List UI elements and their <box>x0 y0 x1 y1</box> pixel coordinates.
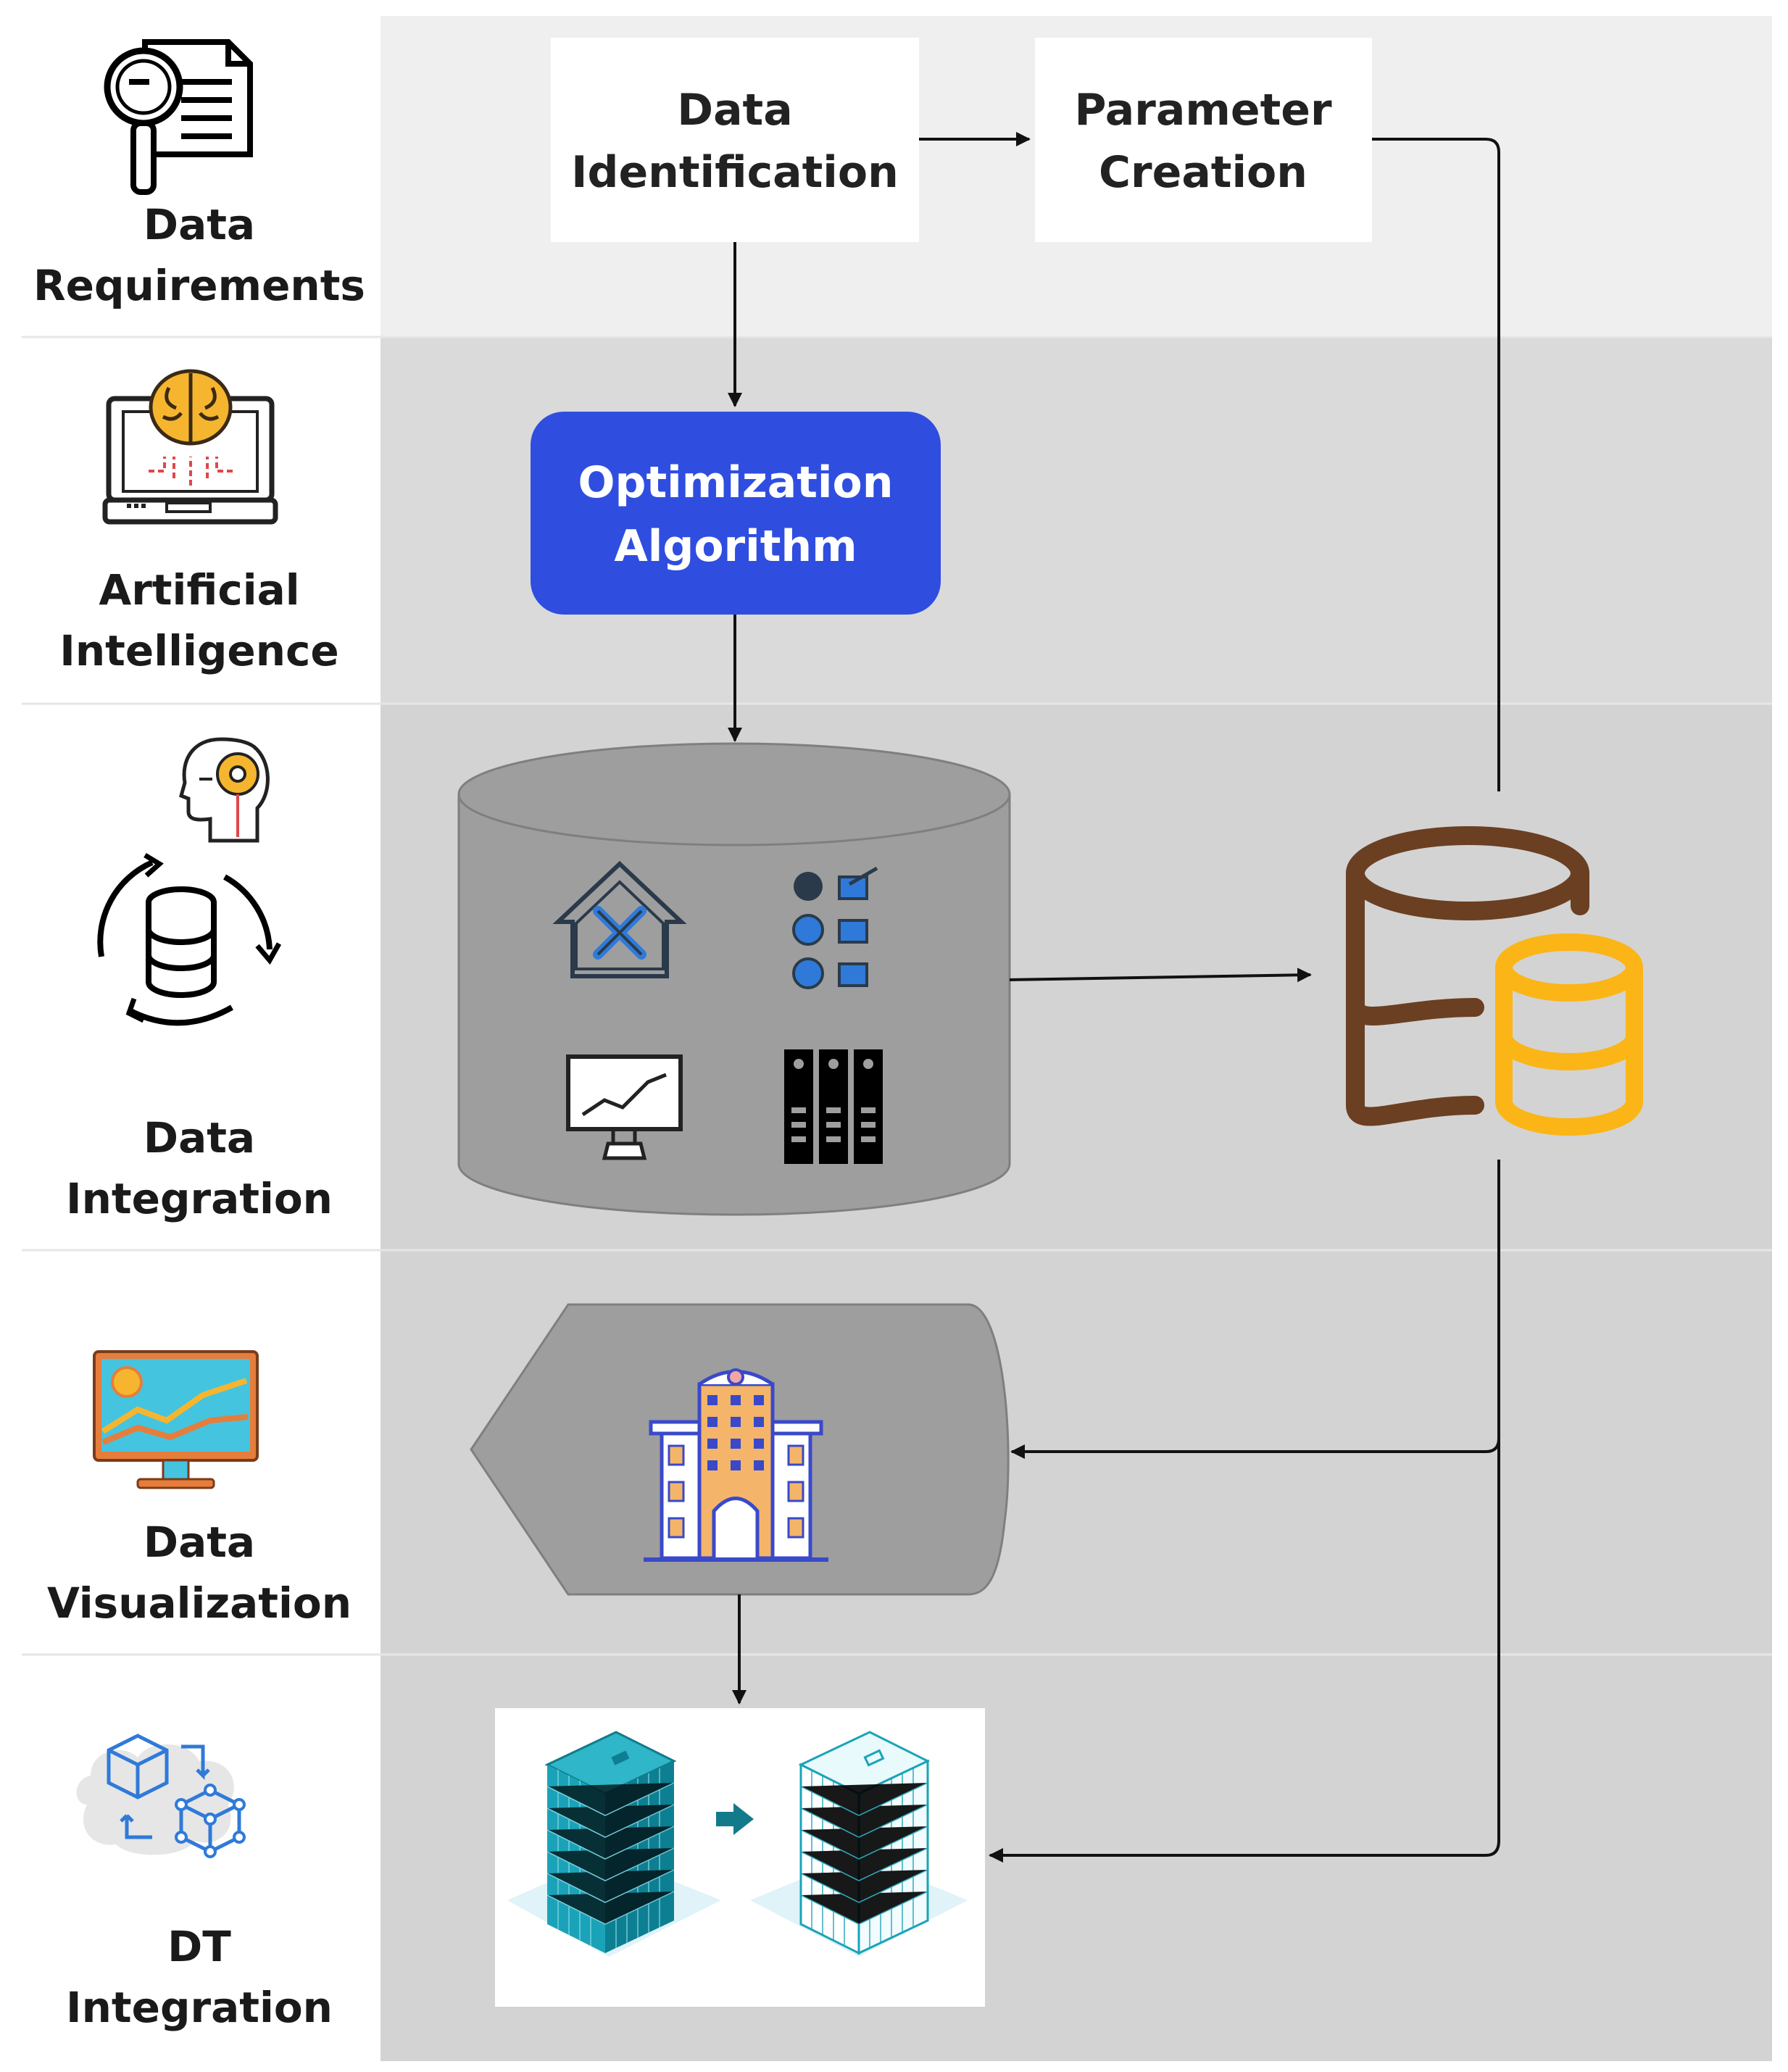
optimization-algorithm-box: Optimization Algorithm <box>531 412 941 615</box>
building-icon <box>644 1368 828 1562</box>
head-gear-icon <box>178 737 270 843</box>
server-rack-icon <box>784 1049 883 1164</box>
parameter-creation-line1: Parameter <box>1074 85 1332 136</box>
line-parameter-to-storage <box>1372 138 1500 791</box>
solid-tower-icon <box>544 1731 677 1953</box>
data-identification-box: Data Identification <box>551 38 919 242</box>
line-storage-trunk <box>989 1160 1500 1863</box>
monitor-chart-icon <box>93 1350 259 1489</box>
parameter-creation-line2: Creation <box>1099 147 1307 198</box>
arrow-cylinder-to-storage <box>1009 968 1312 983</box>
parameter-creation-box: Parameter Creation <box>1035 38 1372 242</box>
arrow-storage-to-visualization <box>1010 1438 1500 1459</box>
cube-network-icon <box>76 1734 246 1858</box>
house-tools-icon <box>552 860 687 978</box>
data-identification-line1: Data <box>677 85 792 136</box>
presentation-chart-icon <box>566 1054 683 1160</box>
optimization-algorithm-line1: Optimization <box>578 457 894 508</box>
checklist-icon <box>792 866 878 989</box>
wireframe-tower-icon <box>798 1731 931 1955</box>
brain-laptop-icon <box>102 369 278 525</box>
document-magnifier-icon <box>104 39 253 195</box>
data-identification-line2: Identification <box>571 147 899 198</box>
connectors <box>728 132 1500 1863</box>
database-sync-icon <box>97 852 282 1026</box>
data-sources-cylinder <box>457 742 1011 1216</box>
database-stack-icon <box>1346 826 1643 1136</box>
optimization-algorithm-line2: Algorithm <box>614 521 857 572</box>
transform-arrow-icon <box>716 1803 754 1835</box>
